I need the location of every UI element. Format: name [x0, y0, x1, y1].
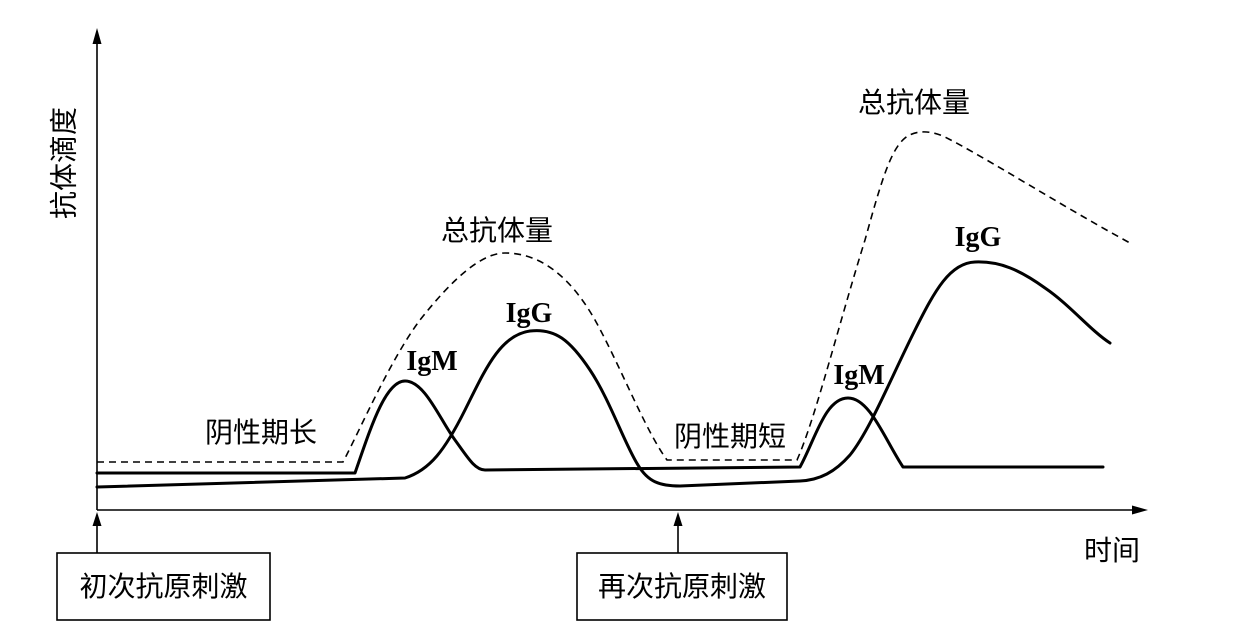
primary-stimulus-arrow-icon	[92, 512, 102, 526]
x-axis-arrow-icon	[1132, 505, 1148, 515]
y-axis-label: 抗体滴度	[48, 107, 81, 219]
y-axis	[92, 28, 102, 510]
y-axis-arrow-icon	[92, 28, 102, 44]
label-total-antibody-secondary: 总抗体量	[858, 86, 970, 119]
secondary-stimulus: 再次抗原刺激	[576, 512, 788, 621]
label-igg-secondary: IgG	[955, 222, 1002, 253]
igg-curve	[95, 260, 1112, 489]
label-negative-phase-short: 阴性期短	[674, 420, 786, 453]
x-axis-label: 时间	[1084, 534, 1140, 567]
primary-stimulus-label: 初次抗原刺激	[79, 570, 247, 603]
label-total-antibody-primary: 总抗体量	[441, 214, 553, 247]
x-axis	[97, 505, 1148, 515]
label-negative-phase-long: 阴性期长	[205, 416, 317, 449]
secondary-stimulus-label: 再次抗原刺激	[598, 570, 766, 603]
label-igg-primary: IgG	[506, 298, 553, 329]
igm-curve	[95, 379, 1105, 475]
label-igm-primary: IgM	[406, 346, 457, 377]
secondary-stimulus-arrow-icon	[673, 512, 683, 526]
primary-stimulus-box	[56, 552, 271, 621]
secondary-stimulus-box	[576, 552, 788, 621]
label-igm-secondary: IgM	[833, 360, 884, 391]
primary-stimulus: 初次抗原刺激	[56, 512, 271, 621]
total-antibody-curve	[97, 131, 1131, 463]
